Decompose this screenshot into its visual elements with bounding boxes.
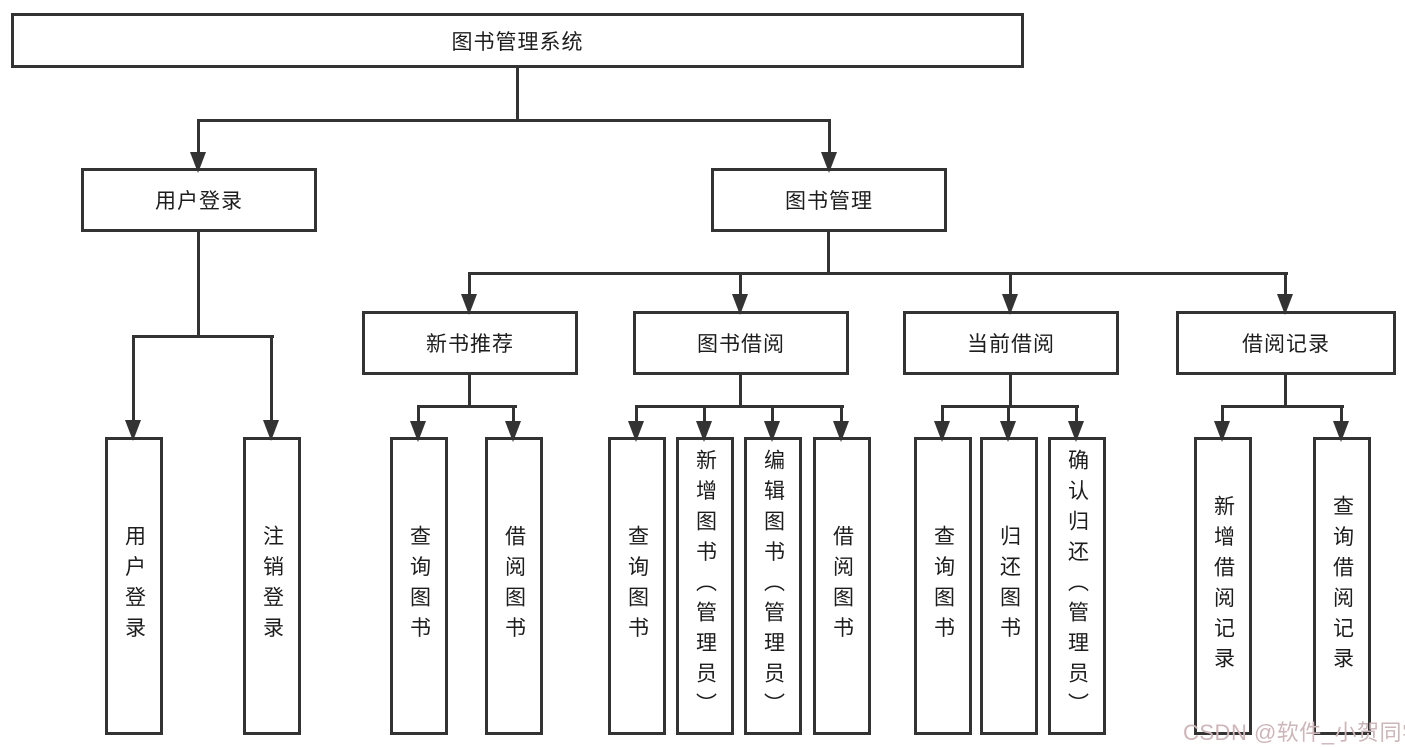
- arrow-down-icon: [1277, 294, 1293, 315]
- arrow-down-icon: [833, 421, 849, 442]
- arrow-down-icon: [125, 420, 141, 441]
- connector: [739, 375, 742, 408]
- arrow-down-icon: [410, 421, 426, 442]
- connector: [132, 335, 274, 338]
- connector: [739, 272, 742, 297]
- arrow-down-icon: [934, 421, 950, 442]
- arrow-down-icon: [1333, 421, 1349, 442]
- leaf-label: 确认归还（管理员）: [1065, 448, 1089, 724]
- leaf-label: 借阅图书: [502, 525, 526, 647]
- node-borrow-record: 借阅记录: [1176, 311, 1396, 375]
- leaf-borrow-book-2: 借阅图书: [813, 437, 871, 735]
- connector: [635, 405, 844, 408]
- connector: [1284, 375, 1287, 408]
- leaf-label: 新增图书（管理员）: [693, 448, 717, 724]
- arrow-down-icon: [1068, 421, 1084, 442]
- connector: [1284, 272, 1287, 297]
- leaf-query-borrow-record: 查询借阅记录: [1313, 437, 1371, 735]
- node-label: 用户登录: [155, 190, 243, 213]
- connector: [703, 405, 706, 426]
- leaf-logout: 注销登录: [243, 437, 301, 735]
- leaf-edit-book-admin: 编辑图书（管理员）: [744, 437, 802, 735]
- arrow-down-icon: [821, 152, 837, 173]
- connector: [1340, 405, 1343, 426]
- node-book-borrow: 图书借阅: [633, 311, 849, 375]
- node-label: 当前借阅: [967, 333, 1055, 356]
- connector: [468, 272, 471, 297]
- connector: [417, 405, 517, 408]
- arrow-down-icon: [628, 421, 644, 442]
- connector: [197, 119, 200, 155]
- leaf-label: 借阅图书: [830, 525, 854, 647]
- leaf-label: 用户登录: [122, 525, 146, 647]
- node-label: 借阅记录: [1242, 333, 1330, 356]
- connector: [468, 375, 471, 408]
- connector: [1009, 272, 1012, 297]
- connector: [197, 232, 200, 338]
- connector: [1075, 405, 1078, 426]
- arrow-down-icon: [1002, 294, 1018, 315]
- connector: [1221, 405, 1344, 408]
- connector: [828, 119, 831, 155]
- arrow-down-icon: [505, 421, 521, 442]
- leaf-label: 编辑图书（管理员）: [761, 448, 785, 724]
- node-book-management: 图书管理: [711, 168, 947, 232]
- node-label: 图书借阅: [697, 333, 785, 356]
- leaf-add-book-admin: 新增图书（管理员）: [676, 437, 734, 735]
- connector: [941, 405, 944, 426]
- leaf-borrow-book-1: 借阅图书: [485, 437, 543, 735]
- connector: [1009, 375, 1012, 408]
- connector: [417, 405, 420, 426]
- connector: [941, 405, 1079, 408]
- leaf-label: 查询借阅记录: [1330, 494, 1354, 678]
- leaf-query-book-2: 查询图书: [608, 437, 666, 735]
- connector: [516, 68, 519, 122]
- leaf-label: 查询图书: [407, 525, 431, 647]
- leaf-label: 查询图书: [931, 525, 955, 647]
- leaf-confirm-return-admin: 确认归还（管理员）: [1048, 437, 1106, 735]
- leaf-user-login: 用户登录: [105, 437, 163, 735]
- connector: [512, 405, 515, 426]
- arrow-down-icon: [696, 421, 712, 442]
- connector: [270, 335, 273, 425]
- connector: [771, 405, 774, 426]
- leaf-return-book: 归还图书: [980, 437, 1038, 735]
- node-user-login: 用户登录: [81, 168, 317, 232]
- leaf-label: 新增借阅记录: [1211, 494, 1235, 678]
- node-current-borrow: 当前借阅: [903, 311, 1119, 375]
- arrow-down-icon: [1000, 421, 1016, 442]
- arrow-down-icon: [263, 420, 279, 441]
- arrow-down-icon: [764, 421, 780, 442]
- connector: [1007, 405, 1010, 426]
- leaf-label: 查询图书: [625, 525, 649, 647]
- connector: [197, 119, 831, 122]
- connector: [132, 335, 135, 425]
- arrow-down-icon: [732, 294, 748, 315]
- node-label: 图书管理系统: [451, 30, 584, 54]
- node-root: 图书管理系统: [11, 13, 1024, 68]
- arrow-down-icon: [190, 152, 206, 173]
- connector: [1221, 405, 1224, 426]
- leaf-label: 注销登录: [260, 525, 284, 647]
- leaf-query-book-3: 查询图书: [914, 437, 972, 735]
- connector: [468, 272, 1288, 275]
- node-label: 图书管理: [785, 190, 873, 213]
- csdn-watermark: CSDN @软件_小贺同学: [1183, 720, 1405, 745]
- leaf-add-borrow-record: 新增借阅记录: [1194, 437, 1252, 735]
- node-new-book-recommend: 新书推荐: [362, 311, 578, 375]
- connector: [827, 232, 830, 275]
- leaf-query-book-1: 查询图书: [390, 437, 448, 735]
- arrow-down-icon: [461, 294, 477, 315]
- connector: [840, 405, 843, 426]
- node-label: 新书推荐: [426, 333, 514, 356]
- arrow-down-icon: [1214, 421, 1230, 442]
- leaf-label: 归还图书: [997, 525, 1021, 647]
- connector: [635, 405, 638, 426]
